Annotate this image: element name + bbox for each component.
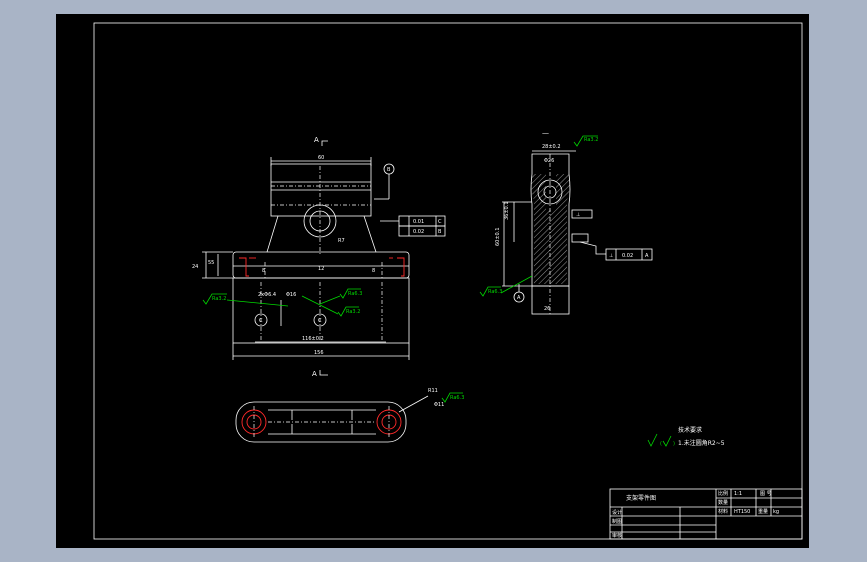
svg-text:材料: 材料 [718,508,728,515]
drawing-border [93,22,803,540]
dim-base-height: 24 [192,264,198,270]
svg-text:Ra6.3: Ra6.3 [348,291,362,297]
side-view[interactable]: — 28±0.2 Φ26 Ra3.2 36±0.1 60±0.1 26 ⊥ A … [479,129,653,315]
svg-text:重量: 重量 [758,508,768,515]
tolerance-frame-2 [398,225,446,237]
dim-total-2: 156 [314,350,324,356]
svg-text:设计: 设计 [612,509,622,516]
svg-text:36±0.1: 36±0.1 [504,201,510,220]
tech-req-title: 技术要求 [678,426,702,434]
drawing-viewport[interactable]: A A 60 R7 B 0.01 0.02 C B [56,14,809,548]
section-label-bottom: A [312,370,317,378]
svg-text:Φ26: Φ26 [544,158,554,164]
svg-text:26: 26 [544,306,550,312]
section-mark-top [321,140,328,146]
svg-text:HT150: HT150 [734,509,750,515]
svg-text:2xΦ6.4: 2xΦ6.4 [258,292,276,298]
svg-text:⊥: ⊥ [576,212,580,218]
svg-text:Ra3.2: Ra3.2 [346,309,360,315]
svg-text:B: B [438,229,442,235]
svg-text:A: A [645,253,649,259]
section-label-top: A [314,136,319,144]
cad-drawing: A A 60 R7 B 0.01 0.02 C B [93,22,803,540]
circle-label-2: C [318,318,322,324]
tech-req-line-1: 1.未注圆角R2~5 [678,439,725,447]
svg-text:数量: 数量 [718,499,728,506]
svg-text:Φ16: Φ16 [286,292,296,298]
side-tolerance-frame [605,248,653,261]
svg-text:8: 8 [372,268,375,274]
top-view[interactable]: R11 Φ11 Ra6.3 [235,388,464,443]
svg-text:比例: 比例 [718,490,728,497]
svg-text:8: 8 [262,268,265,274]
svg-text:Ra6.3: Ra6.3 [488,289,502,295]
svg-text:审核: 审核 [612,532,622,539]
svg-text:R11: R11 [428,388,438,394]
svg-text:0.01: 0.01 [413,219,424,225]
front-view[interactable]: A A 60 R7 B 0.01 0.02 C B [192,136,446,378]
datum-b: B [387,167,391,173]
svg-text:55: 55 [208,260,214,266]
svg-text:0.02: 0.02 [622,253,633,259]
svg-text:Ra3.2: Ra3.2 [584,137,598,143]
svg-text:图 号: 图 号 [760,491,772,497]
top-outline [235,401,407,443]
datum-a: A [517,295,521,301]
svg-text:—: — [542,129,549,137]
svg-text:0.02: 0.02 [413,229,424,235]
svg-text:R7: R7 [338,238,345,244]
dim-total-1: 116±0.2 [302,336,324,342]
part-name: 支架零件图 [626,494,656,502]
lower-body [232,277,410,344]
svg-text:(: ( [660,441,662,447]
svg-text:Φ11: Φ11 [434,402,444,408]
svg-text:Ra6.3: Ra6.3 [450,395,464,401]
svg-text:): ) [673,441,675,447]
section-mark-bottom [319,370,328,376]
svg-text:⊥: ⊥ [609,253,613,259]
svg-text:28±0.2: 28±0.2 [542,144,561,150]
svg-text:kg: kg [773,509,779,515]
technical-requirements: 技术要求 ( ) 1.未注圆角R2~5 [647,426,725,447]
base-plate [232,251,410,279]
circle-label-1: C [259,318,263,324]
bore-inner [309,210,331,232]
title-block[interactable]: 支架零件图 比例 1:1 图 号 数量 材料 HT150 重量 kg 设计 制图… [609,488,803,540]
svg-text:Ra3.2: Ra3.2 [212,296,226,302]
svg-text:1:1: 1:1 [734,491,742,497]
dim-top-width: 60 [318,155,324,161]
svg-text:12: 12 [318,266,324,272]
svg-text:60±0.1: 60±0.1 [495,227,501,246]
bore-outer [303,204,337,238]
svg-text:制图: 制图 [612,518,622,525]
svg-text:C: C [438,219,442,225]
